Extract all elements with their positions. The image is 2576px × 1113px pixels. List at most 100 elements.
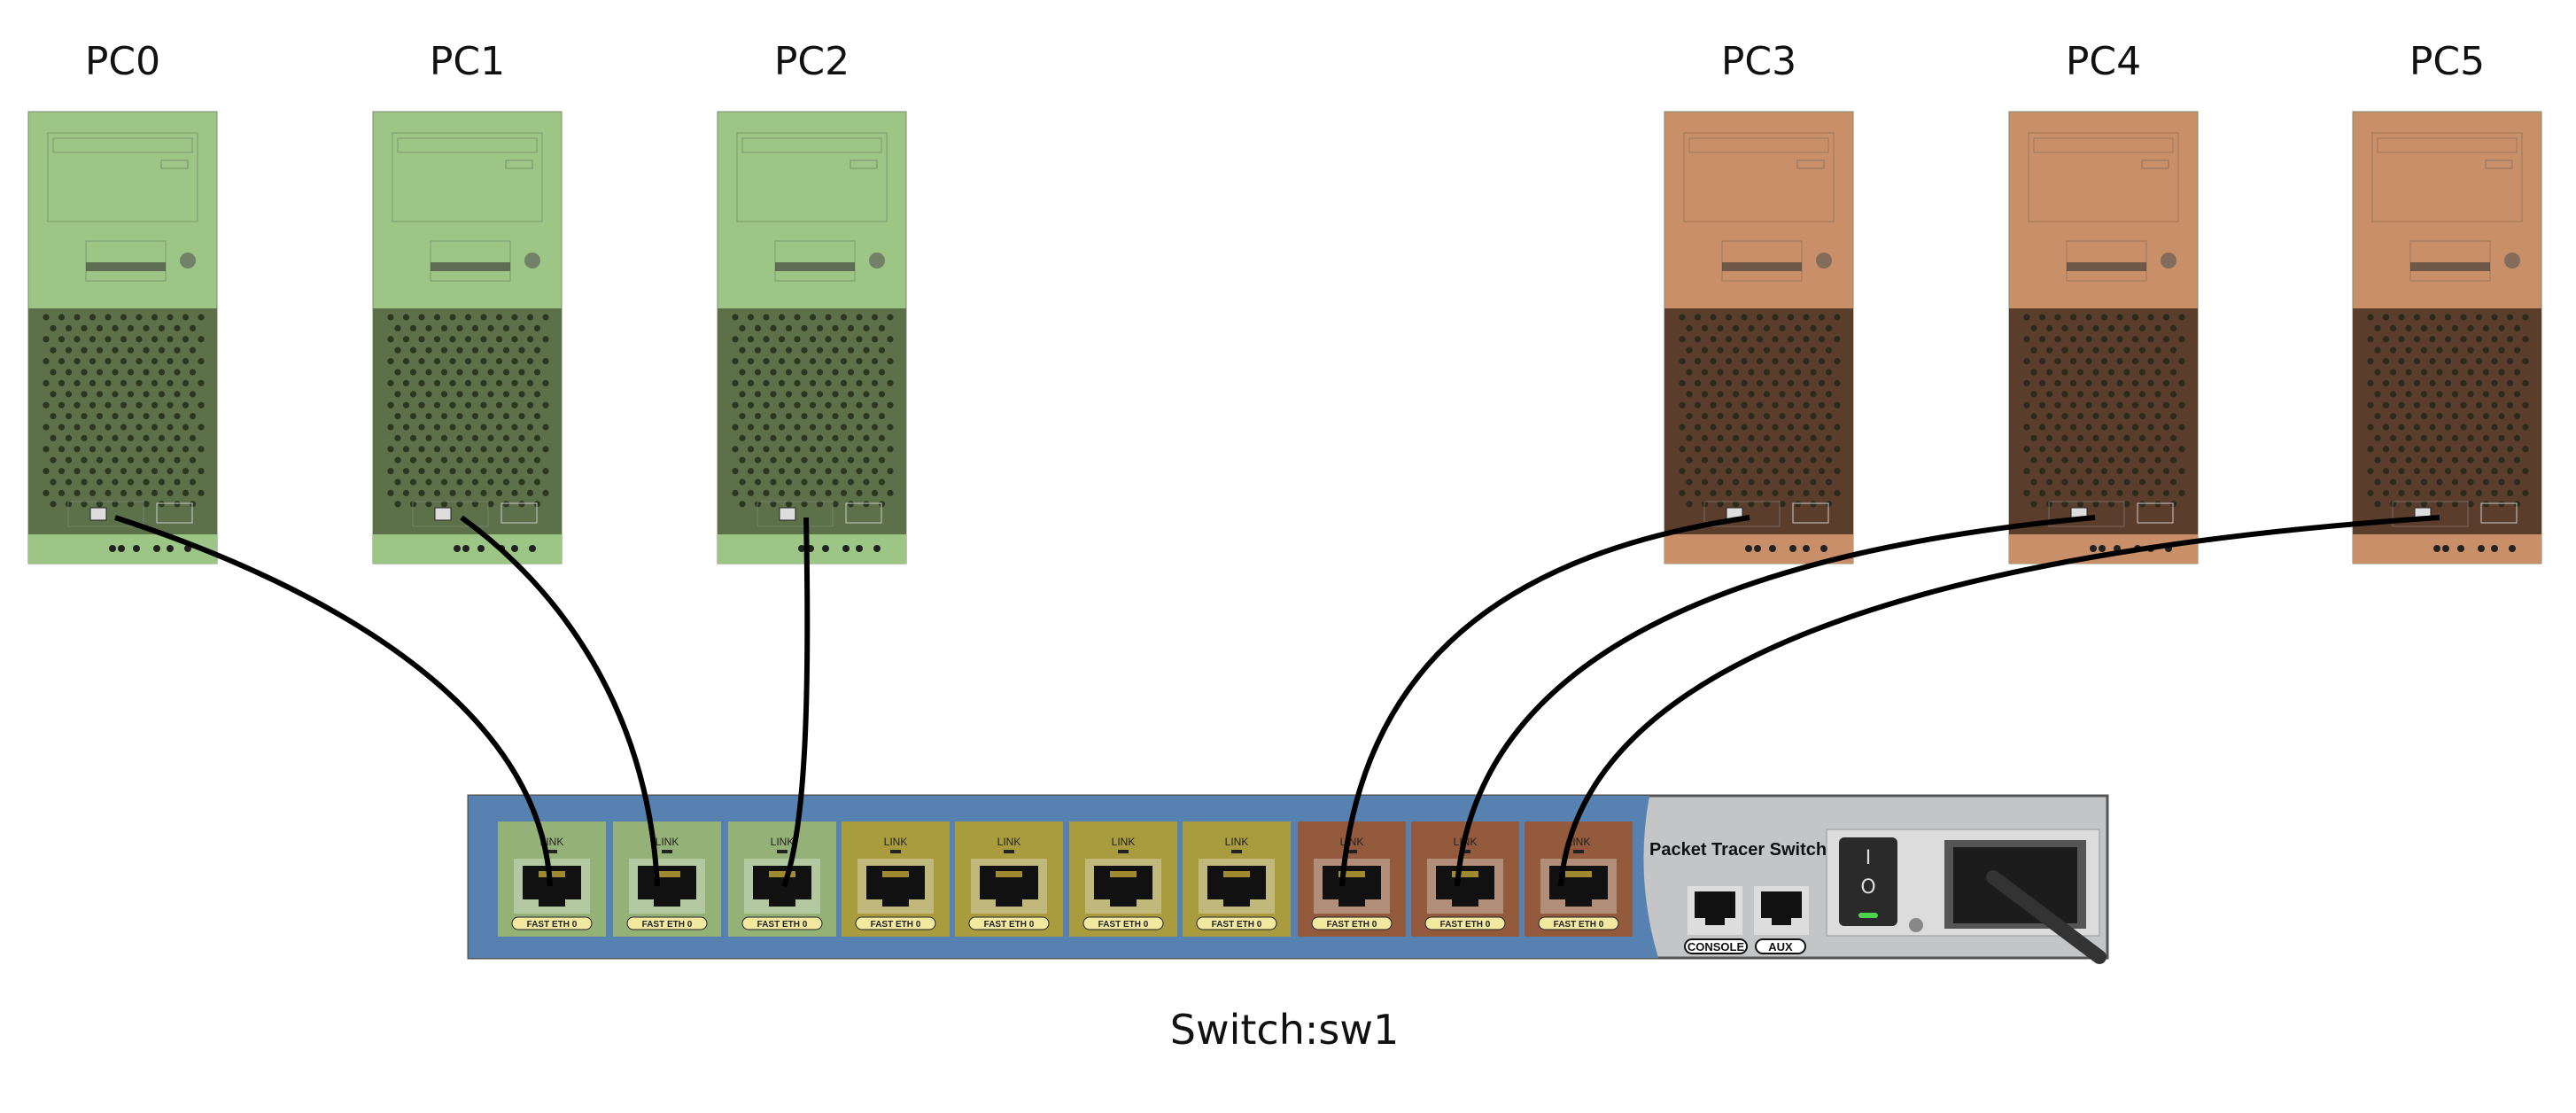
vent-hole — [2154, 434, 2161, 441]
power-switch[interactable] — [1839, 837, 1897, 926]
vent-hole — [2522, 401, 2529, 409]
vent-hole — [387, 468, 394, 475]
ethernet-cable-pc1[interactable] — [460, 515, 660, 887]
vent-hole — [43, 336, 50, 343]
vent-hole — [2162, 424, 2170, 431]
power-button[interactable] — [2161, 253, 2176, 269]
vent-hole — [2162, 401, 2170, 409]
ethernet-cable-pc4[interactable] — [1455, 515, 2096, 887]
vent-hole — [2451, 369, 2459, 376]
switch-model-text: Packet Tracer Switch — [1649, 840, 1827, 860]
vent-hole — [2162, 468, 2170, 475]
vent-hole — [143, 479, 150, 486]
pc-device[interactable] — [27, 111, 218, 564]
nic-card — [1703, 501, 1781, 527]
vent-hole — [65, 369, 73, 376]
vent-hole — [2367, 379, 2374, 386]
pc-device[interactable] — [2352, 111, 2542, 564]
vent-hole — [2444, 401, 2452, 409]
vent-panel — [2353, 308, 2541, 534]
pc-device[interactable] — [2008, 111, 2199, 564]
pc-device[interactable] — [372, 111, 563, 564]
vent-hole — [794, 446, 801, 453]
power-button[interactable] — [524, 253, 540, 269]
vent-hole — [2413, 446, 2421, 453]
vent-hole — [2451, 479, 2459, 486]
vent-hole — [732, 401, 739, 409]
power-button[interactable] — [1816, 253, 1832, 269]
vent-hole — [878, 413, 886, 420]
vent-hole — [801, 369, 808, 376]
pc-device[interactable] — [1664, 111, 1854, 564]
power-button[interactable] — [2504, 253, 2520, 269]
pc-device[interactable] — [717, 111, 907, 564]
vent-hole — [2451, 346, 2459, 354]
vent-hole — [1756, 379, 1764, 386]
vent-hole — [816, 434, 824, 441]
vent-hole — [1763, 479, 1771, 486]
vent-hole — [1803, 379, 1810, 386]
vent-hole — [81, 391, 88, 398]
vent-hole — [1834, 336, 1841, 343]
vent-hole — [1772, 314, 1779, 321]
eject-button — [160, 160, 189, 169]
ethernet-port[interactable] — [779, 507, 796, 521]
ethernet-port[interactable] — [89, 507, 107, 521]
vent-hole — [2398, 314, 2405, 321]
vent-hole — [518, 434, 525, 441]
vent-hole — [1756, 446, 1764, 453]
vent-hole — [65, 501, 73, 508]
ethernet-cable-pc3[interactable] — [1339, 515, 1750, 887]
vent-hole — [785, 413, 793, 420]
vent-hole — [2030, 501, 2037, 508]
vent-hole — [2138, 346, 2146, 354]
vent-hole — [2491, 424, 2498, 431]
vent-hole — [112, 434, 119, 441]
vent-hole — [847, 369, 855, 376]
vent-hole — [801, 391, 808, 398]
vent-hole — [433, 379, 441, 386]
vent-hole — [174, 434, 181, 441]
power-button[interactable] — [180, 253, 196, 269]
ethernet-cable-pc2[interactable] — [781, 517, 811, 888]
ethernet-cable-pc5[interactable] — [1558, 515, 2440, 887]
vent-hole — [409, 324, 417, 331]
vent-hole — [794, 489, 801, 496]
vent-hole — [2429, 489, 2436, 496]
vent-hole — [120, 336, 128, 343]
vent-hole — [2398, 446, 2405, 453]
vent-hole — [863, 479, 870, 486]
vent-hole — [526, 489, 534, 496]
vent-hole — [542, 446, 549, 453]
vent-hole — [182, 336, 190, 343]
vent-hole — [2154, 346, 2161, 354]
vent-hole — [418, 358, 425, 365]
vent-hole — [763, 489, 770, 496]
power-button[interactable] — [869, 253, 885, 269]
vent-hole — [825, 424, 832, 431]
vent-hole — [2092, 346, 2099, 354]
vent-hole — [2116, 379, 2123, 386]
ethernet-cable-pc0[interactable] — [114, 515, 553, 887]
vent-hole — [1818, 446, 1826, 453]
vent-hole — [449, 446, 456, 453]
vent-hole — [2436, 434, 2443, 441]
vent-hole — [2131, 468, 2139, 475]
serial-port — [1792, 502, 1829, 524]
vent-hole — [809, 358, 817, 365]
ethernet-port[interactable] — [434, 507, 452, 521]
vent-hole — [1679, 379, 1686, 386]
vent-hole — [1710, 468, 1717, 475]
floppy-drive — [1721, 240, 1803, 282]
drive-bay — [392, 132, 543, 222]
jack-pins — [1565, 871, 1592, 877]
